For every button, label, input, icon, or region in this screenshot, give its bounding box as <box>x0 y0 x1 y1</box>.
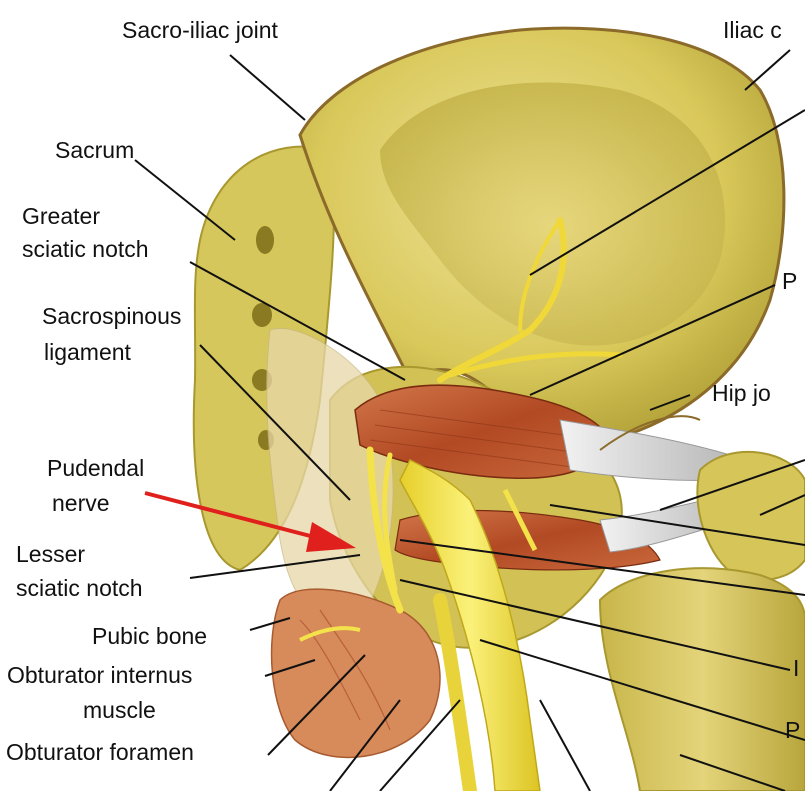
label-lesser-2: sciatic notch <box>16 575 143 602</box>
label-sacrum: Sacrum <box>55 137 134 164</box>
label-right-p-upper: P <box>782 268 797 295</box>
label-hip-joint: Hip jo <box>712 380 771 407</box>
label-pubic-bone: Pubic bone <box>92 623 207 650</box>
label-pudendal-1: Pudendal <box>47 455 144 482</box>
label-greater-sciatic-notch-2: sciatic notch <box>22 236 149 263</box>
label-obturator-internus-2: muscle <box>83 697 156 724</box>
sacral-foramen <box>256 226 274 254</box>
label-greater-sciatic-notch-1: Greater <box>22 203 100 230</box>
label-sacro-iliac-joint: Sacro-iliac joint <box>122 17 278 44</box>
label-pudendal-2: nerve <box>52 490 110 517</box>
label-right-i: I <box>793 655 799 682</box>
label-right-p-lower: P <box>785 717 800 744</box>
label-sacrospinous-1: Sacrospinous <box>42 303 181 330</box>
label-obturator-foramen: Obturator foramen <box>6 739 194 766</box>
label-iliac-crest: Iliac c <box>723 17 782 44</box>
label-obturator-internus-1: Obturator internus <box>7 662 192 689</box>
sacral-foramen <box>252 303 272 327</box>
label-sacrospinous-2: ligament <box>44 339 131 366</box>
label-lesser-1: Lesser <box>16 541 85 568</box>
